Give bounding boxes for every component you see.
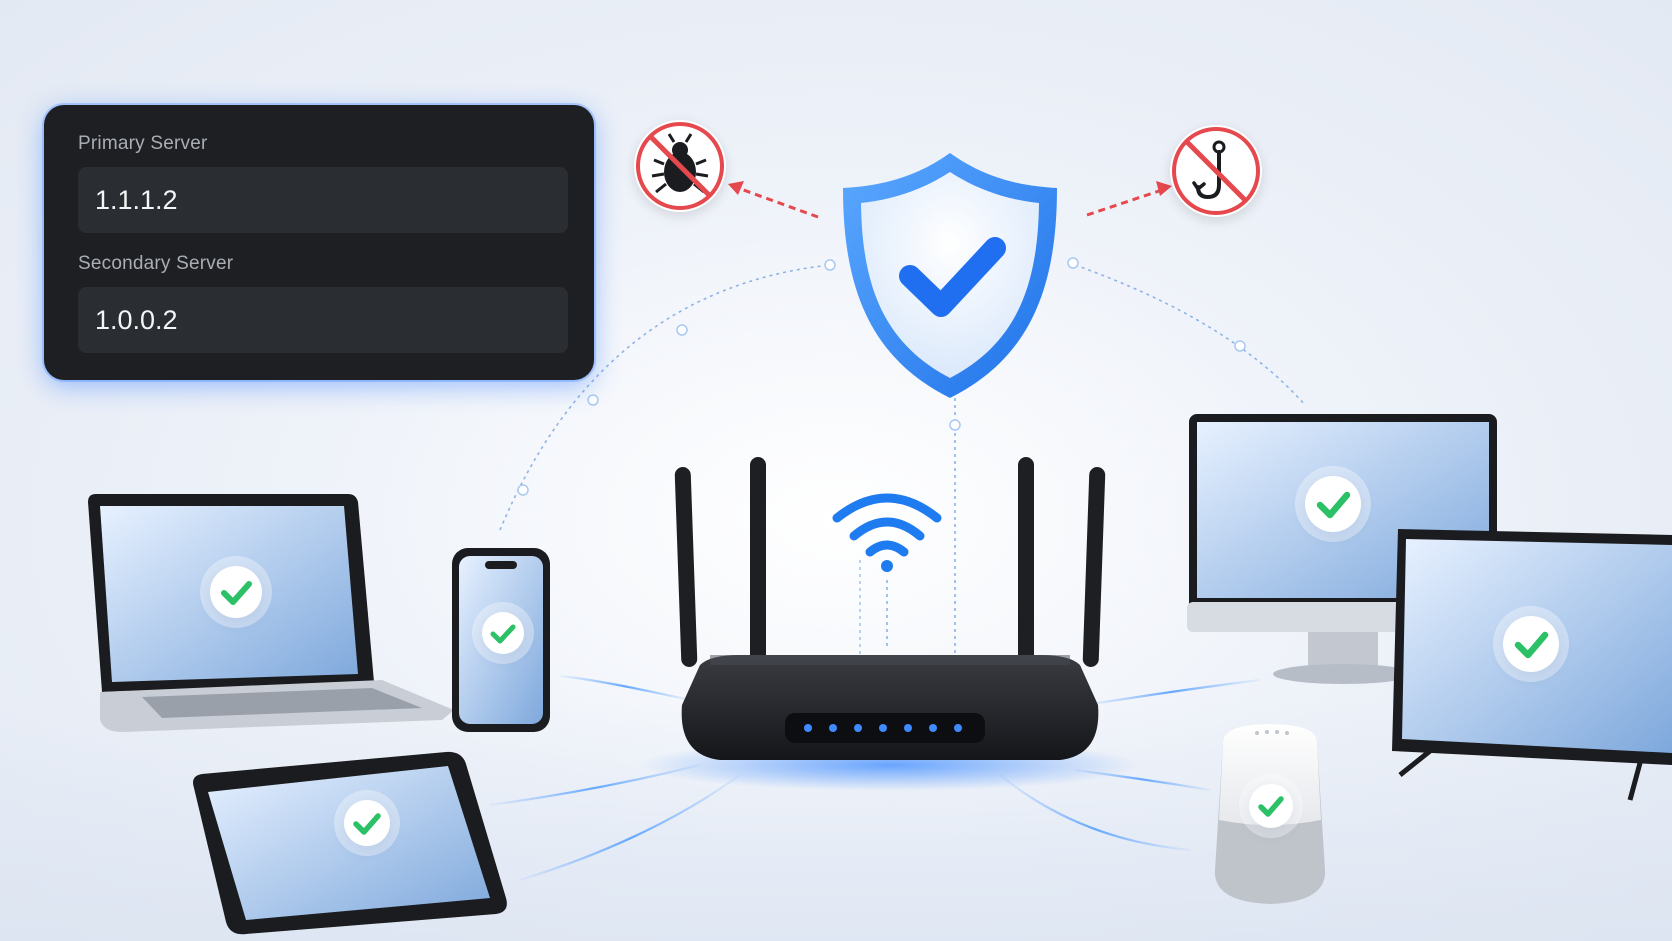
wifi-icon (832, 493, 942, 572)
tablet-device (193, 751, 507, 935)
laptop-status-badge (210, 566, 262, 618)
check-icon (353, 813, 381, 835)
phishing-hook-blocked-icon (1172, 127, 1260, 215)
primary-server-field[interactable]: 1.1.1.2 (78, 167, 568, 233)
tv-status-badge (1503, 616, 1559, 672)
desktop-status-badge (1305, 476, 1361, 532)
check-icon (221, 581, 252, 605)
primary-server-label: Primary Server (78, 133, 208, 154)
secondary-server-label: Secondary Server (78, 253, 234, 274)
phone-status-badge (482, 612, 524, 654)
phishing-blocked-badge (1170, 125, 1262, 217)
malware-blocked-badge (634, 120, 726, 212)
check-icon (490, 624, 516, 644)
router (674, 457, 1106, 760)
tablet-status-badge (344, 800, 390, 846)
check-icon (1514, 631, 1549, 659)
shield-check-icon (843, 153, 1057, 398)
bug-blocked-icon (636, 122, 724, 210)
speaker-status-badge (1249, 784, 1293, 828)
laptop-device (88, 494, 454, 732)
secondary-server-field[interactable]: 1.0.0.2 (78, 287, 568, 353)
dns-settings-panel: Primary Server 1.1.1.2 Secondary Server … (44, 105, 594, 380)
check-icon (1258, 796, 1284, 817)
check-icon (1316, 491, 1351, 519)
